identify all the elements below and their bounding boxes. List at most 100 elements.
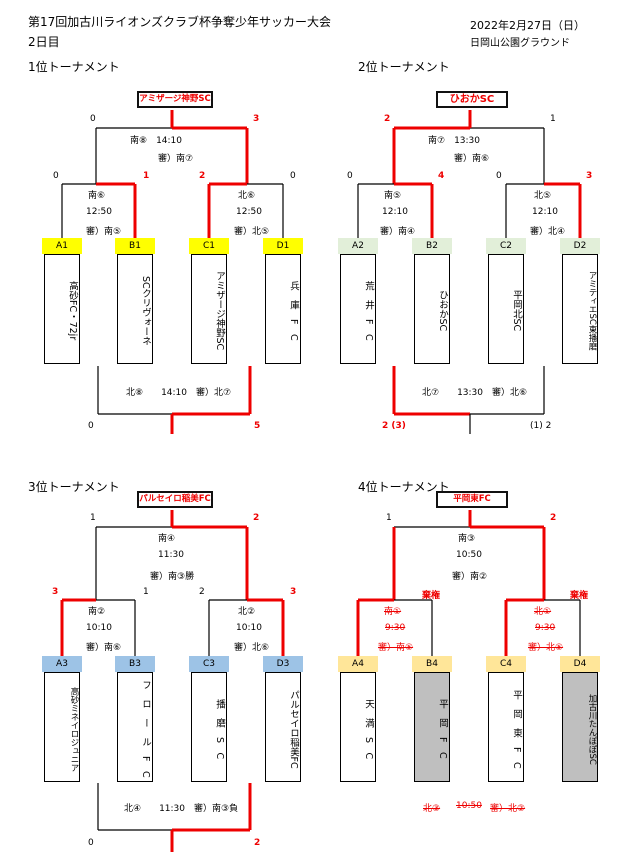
t1-sf1-ref: 審）南⑤ [86,227,122,237]
t2-team-code: A2 [338,238,378,254]
date-label: 2022年2月27日（日） [470,19,585,32]
t3-team-name: 播 磨 S C [191,672,227,782]
t1-title: 1位トーナメント [28,60,120,74]
t3-team-name: パルセイロ稲美FC [265,672,301,782]
t3-third-left-score: 0 [88,838,94,848]
t4-team-name: 天 満 S C [340,672,376,782]
t4-sf2-label: 北① [534,607,552,617]
t3-sf1-ref: 審）南⑥ [86,643,122,653]
t2-sf1-ref: 審）南④ [380,227,416,237]
t1-team-code: B1 [115,238,155,254]
t3-team-name: 高砂ミネイロジュニア [44,672,80,782]
t3-sf1-label: 南② [88,607,106,617]
t4-sf1-forfeit: 棄権 [422,591,441,601]
t1-sf1-left-score: 0 [53,171,59,181]
t2-final-right-score: 1 [550,114,556,124]
venue-label: 日岡山公園グラウンド [470,38,570,49]
t1-sf1-label: 南⑥ [88,191,106,201]
t2-sf2-label: 北⑤ [534,191,552,201]
t4-sf2-forfeit: 棄権 [570,591,589,601]
t2-final-left-score: 2 [384,114,391,124]
t3-champion-box: パルセイロ稲美FC [137,491,213,508]
t2-third-right-score: (1) 2 [530,421,552,431]
t4-team-code: B4 [412,656,452,672]
t1-final-left-score: 0 [90,114,96,124]
t3-third-label: 北④ 11:30 審）南③負 [124,804,239,814]
t2-sf2-ref: 審）北④ [530,227,566,237]
t4-final-time: 10:50 [456,550,482,560]
page-title: 第17回加古川ライオンズクラブ杯争奪少年サッカー大会 [28,15,332,29]
t4-sf1-time: 9:30 [385,623,406,633]
t2-team-name: 平岡北SC [488,254,524,364]
t3-sf2-time: 10:10 [236,623,262,633]
t2-sf1-label: 南⑤ [384,191,402,201]
t1-sf2-left-score: 2 [199,171,206,181]
t2-sf2-left-score: 0 [496,171,502,181]
t4-third-ref: 審）北② [490,804,526,814]
t3-sf2-label: 北② [238,607,256,617]
t2-team-name: 荒 井 F C [340,254,376,364]
t3-sf2-left-score: 2 [199,587,205,597]
t2-team-name: アミティエSC東播磨 [562,254,598,364]
t4-third-time: 10:50 [456,801,482,811]
t2-team-code: D2 [560,238,600,254]
t3-team-code: B3 [115,656,155,672]
t4-team-name: 平 岡 東 F C [488,672,524,782]
t1-sf2-ref: 審）北⑤ [234,227,270,237]
t3-team-name: フ ロ ー ル F C [117,672,153,782]
t1-third-label: 北⑧ 14:10 審）北⑦ [126,388,232,398]
t3-final-right-score: 2 [253,513,260,523]
t1-team-code: D1 [263,238,303,254]
t3-final-left-score: 1 [90,513,96,523]
t1-sf2-label: 北⑥ [238,191,256,201]
t4-sf1-ref: 審）南⑤ [378,643,414,653]
t3-sf1-time: 10:10 [86,623,112,633]
t1-sf2-time: 12:50 [236,207,262,217]
t4-final-label: 南③ [458,534,476,544]
t4-third-label: 北③ [423,804,441,814]
t3-team-code: C3 [189,656,229,672]
t3-sf2-ref: 審）北⑥ [234,643,270,653]
t1-final-label: 南⑧ 14:10 [130,136,183,146]
t1-team-name: 高砂FC・72jr [44,254,80,364]
t3-final-ref: 審）南③勝 [150,572,195,582]
t2-third-label: 北⑦ 13:30 審）北⑥ [422,388,528,398]
t1-third-left-score: 0 [88,421,94,431]
t3-title: 3位トーナメント [28,480,120,494]
t4-final-left-score: 1 [386,513,392,523]
t1-sf1-time: 12:50 [86,207,112,217]
t2-sf2-right-score: 3 [586,171,593,181]
t2-third-left-score: 2 (3) [382,421,406,431]
t2-team-code: C2 [486,238,526,254]
t4-team-code: A4 [338,656,378,672]
t2-final-ref: 審）南⑥ [454,154,490,164]
t4-sf2-time: 9:30 [535,623,556,633]
t2-sf1-right-score: 4 [438,171,445,181]
t3-team-code: A3 [42,656,82,672]
t1-sf1-right-score: 1 [143,171,150,181]
t3-final-label: 南④ [158,534,176,544]
t4-team-name: 平 岡 F C [414,672,450,782]
t3-final-time: 11:30 [158,550,184,560]
t1-team-code: A1 [42,238,82,254]
t1-third-right-score: 5 [254,421,261,431]
t1-team-name: 兵 庫 F C [265,254,301,364]
t4-team-code: D4 [560,656,600,672]
t4-final-right-score: 2 [550,513,557,523]
day-label: 2日目 [28,35,60,49]
t3-third-right-score: 2 [254,838,261,848]
t1-sf2-right-score: 0 [290,171,296,181]
t4-team-name: 加古川たんぽぽSC [562,672,598,782]
t2-team-code: B2 [412,238,452,254]
t3-team-code: D3 [263,656,303,672]
t4-sf2-ref: 審）北⑤ [528,643,564,653]
t1-final-right-score: 3 [253,114,260,124]
t4-team-code: C4 [486,656,526,672]
t1-team-name: アミザージ神野SC [191,254,227,364]
t2-sf1-left-score: 0 [347,171,353,181]
t3-sf1-right-score: 1 [143,587,149,597]
t2-champion-box: ひおかSC [436,91,508,108]
t4-title: 4位トーナメント [358,480,450,494]
t3-sf1-left-score: 3 [52,587,59,597]
t1-final-ref: 審）南⑦ [158,154,194,164]
